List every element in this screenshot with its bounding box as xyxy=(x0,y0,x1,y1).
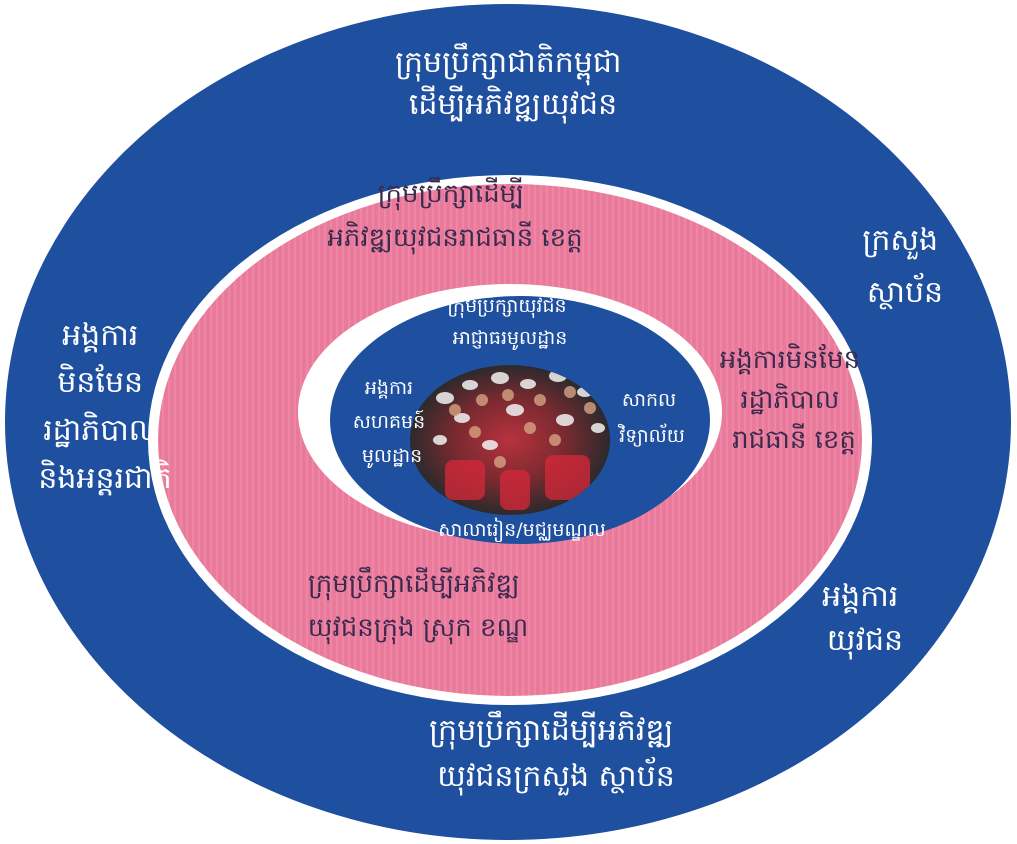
outer-left-line-3: រដ្ឋាភិបាល xyxy=(43,411,157,448)
outer-left-line-1: អង្គការ xyxy=(62,318,138,353)
outer-bottom-line-1: ក្រុមប្រឹក្សាដើម្បីអភិវឌ្ឍ xyxy=(429,710,673,750)
pink-right-line-1: អង្គការមិនមែន xyxy=(720,343,860,375)
inner-top-line-2: អាជ្ញាធរមូលដ្ឋាន xyxy=(453,327,568,351)
inner-left-line-3: មូលដ្ឋាន xyxy=(362,445,422,469)
pink-bottom-line-2: យុវជនក្រុង ស្រុក ខណ្ឌ xyxy=(308,613,529,645)
outer-right-upper-line-1: ក្រសួង xyxy=(862,223,938,260)
pink-right-label: អង្គការមិនមែន រដ្ឋាភិបាល រាជធានី ខេត្ត xyxy=(720,343,869,455)
inner-left-line-2: សហគមន៍ xyxy=(353,409,425,433)
inner-left-line-1: អង្គការ xyxy=(365,377,413,399)
inner-right-line-2: វិទ្យាល័យ xyxy=(617,423,685,447)
pink-top-line-1: ក្រុមប្រឹក្សាដើម្បី xyxy=(378,176,524,211)
outer-left-line-4: និងអន្តរជាតិ xyxy=(38,459,171,496)
outer-top-line-1: ក្រុមប្រឹក្សាជាតិកម្ពុជា xyxy=(395,42,621,86)
outer-right-lower-line-1: អង្គការ xyxy=(822,579,898,614)
pink-right-line-2: រដ្ឋាភិបាល xyxy=(740,383,839,415)
outer-right-lower-line-2: យុវជន xyxy=(827,623,903,660)
outer-top-line-2: ដើម្បីអភិវឌ្ឍយុវជន xyxy=(409,85,617,124)
inner-bottom-line-1: សាលារៀន/មជ្ឈមណ្ឌល xyxy=(438,517,606,543)
crowd-photo xyxy=(410,365,610,515)
inner-right-line-1: សាកល xyxy=(622,389,676,411)
outer-left-line-2: មិនមែន xyxy=(57,363,143,400)
inner-bottom-label: សាលារៀន/មជ្ឈមណ្ឌល xyxy=(438,517,606,543)
outer-bottom-line-2: យុវជនក្រសួង ស្ថាប័ន xyxy=(437,756,674,796)
inner-top-line-1: ក្រុមប្រឹក្សាយុវជន xyxy=(447,293,566,319)
pink-top-line-2: អភិវឌ្ឍយុវជនរាជធានី ខេត្ត xyxy=(327,221,582,255)
pink-bottom-line-1: ក្រុមប្រឹក្សាដើម្បីអភិវឌ្ឍ xyxy=(308,566,520,601)
pink-right-line-3: រាជធានី ខេត្ត xyxy=(732,423,856,455)
outer-right-upper-line-2: ស្ថាប័ន xyxy=(867,272,943,310)
